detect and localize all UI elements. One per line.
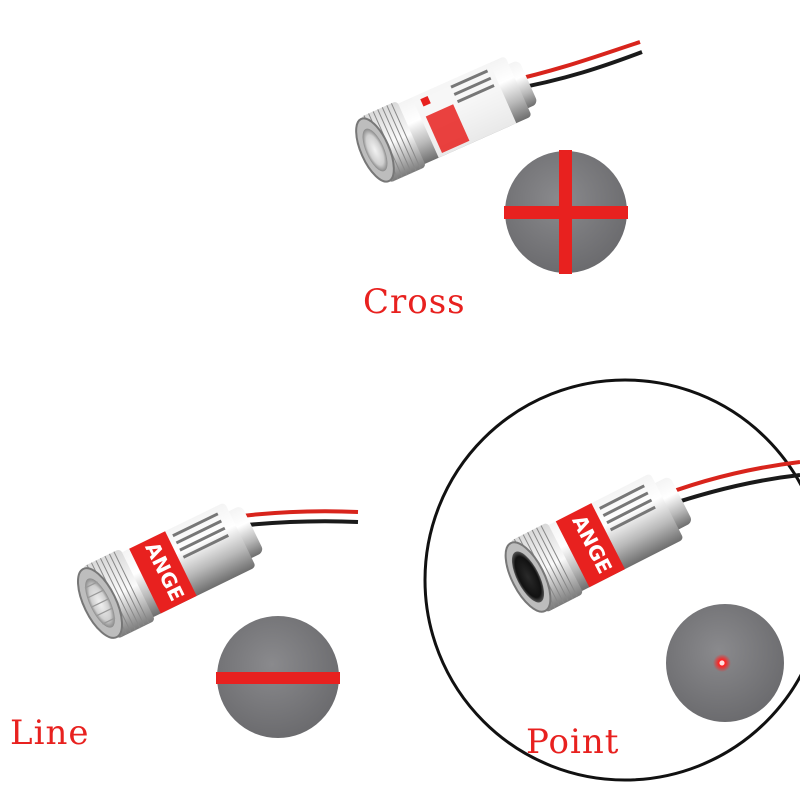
line-label: Line — [10, 713, 90, 753]
point-highlight-circle — [423, 378, 800, 782]
cross-pattern-target — [503, 149, 629, 275]
point-pattern-target — [664, 602, 786, 724]
line-laser-module: ANGE — [76, 503, 359, 639]
point-label: Point — [526, 722, 620, 762]
line-pattern-target — [215, 614, 341, 740]
point-laser-module: ANGE — [504, 460, 800, 613]
cross-label: Cross — [363, 282, 466, 322]
cross-laser-module — [355, 40, 643, 183]
